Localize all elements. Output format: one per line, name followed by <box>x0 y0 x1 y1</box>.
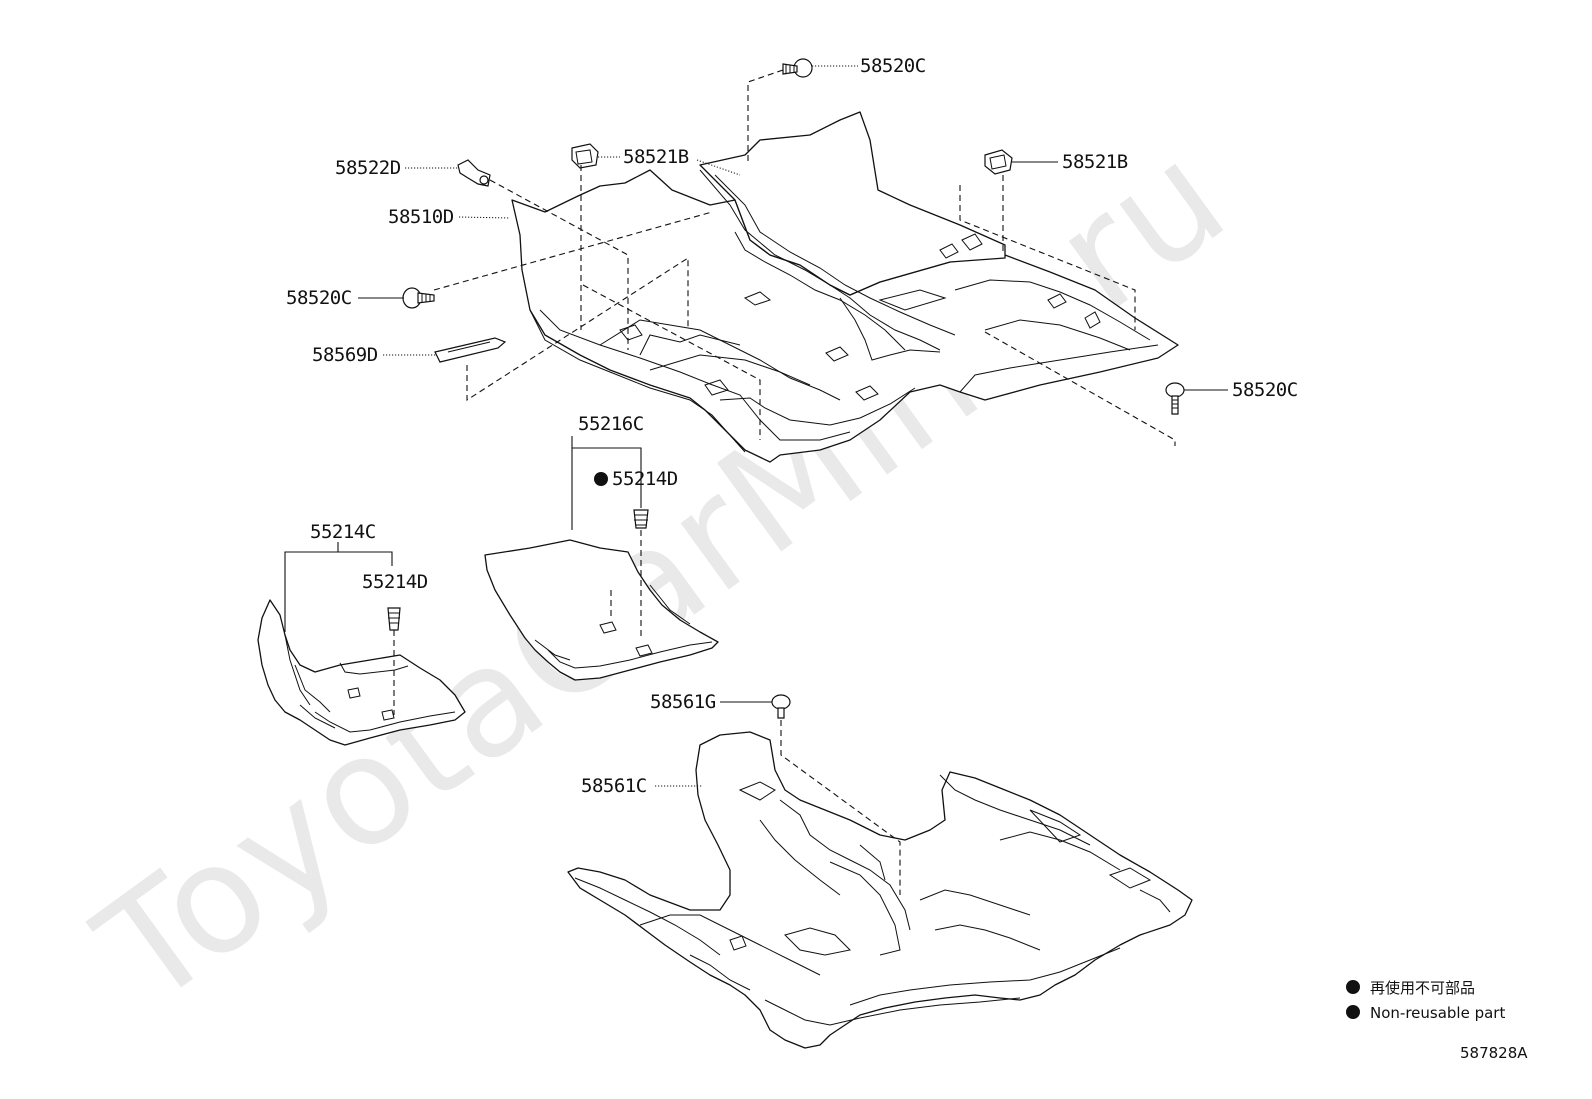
bracket-58569d[interactable] <box>434 337 507 363</box>
callout-55216c[interactable]: 55216C <box>578 413 644 435</box>
legend: 再使用不可部品 Non-reusable part <box>1346 979 1505 1022</box>
front-floor-mat[interactable] <box>257 599 466 746</box>
clip-58521b-right[interactable] <box>984 149 1013 175</box>
callout-leaders <box>284 65 1228 787</box>
callout-58520c-left[interactable]: 58520C <box>286 287 352 309</box>
lower-floor-carpet[interactable] <box>567 731 1193 1049</box>
callout-55214d-mid[interactable]: 55214D <box>612 468 678 490</box>
upper-floor-carpet[interactable] <box>511 111 1179 463</box>
diagram-code: 587828A <box>1460 1044 1528 1062</box>
legend-text-en: Non-reusable part <box>1370 1004 1505 1022</box>
legend-text-jp: 再使用不可部品 <box>1370 979 1475 997</box>
legend-dot-jp <box>1346 980 1360 994</box>
callout-58561g[interactable]: 58561G <box>650 691 716 713</box>
installation-lines <box>393 69 1176 895</box>
callout-58510d[interactable]: 58510D <box>388 206 454 228</box>
callout-58521b-left[interactable]: 58521B <box>623 146 689 168</box>
clip-58520c-right[interactable] <box>1165 382 1185 415</box>
callout-labels: 58520C 58521B 58522D 58510D 58521B 58520… <box>286 55 1298 797</box>
rear-floor-mat[interactable] <box>484 539 719 681</box>
callout-58569d[interactable]: 58569D <box>312 344 378 366</box>
clip-58520c-left[interactable] <box>402 287 435 309</box>
callout-58520c-right[interactable]: 58520C <box>1232 379 1298 401</box>
clip-55214d-mid[interactable] <box>633 509 649 529</box>
callout-58521b-right[interactable]: 58521B <box>1062 151 1128 173</box>
clip-58561g[interactable] <box>771 694 791 719</box>
callout-58522d[interactable]: 58522D <box>335 157 401 179</box>
legend-dot-en <box>1346 1005 1360 1019</box>
clip-58520c-top[interactable] <box>782 58 813 78</box>
callout-55214d-left[interactable]: 55214D <box>362 571 428 593</box>
clip-55214d-left[interactable] <box>387 607 401 631</box>
non-reusable-dot <box>594 472 608 486</box>
clip-58521b-left[interactable] <box>571 143 599 169</box>
callout-55214c[interactable]: 55214C <box>310 521 376 543</box>
callout-58561c[interactable]: 58561C <box>581 775 647 797</box>
retainer-58522d[interactable] <box>457 159 491 187</box>
callout-58520c-top[interactable]: 58520C <box>860 55 926 77</box>
